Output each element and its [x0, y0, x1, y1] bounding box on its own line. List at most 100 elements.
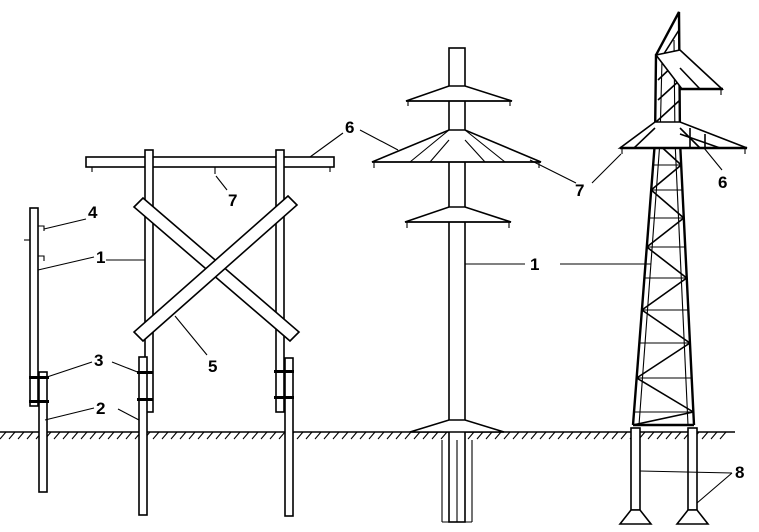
ground-hatch	[278, 431, 286, 440]
ground-hatch	[485, 431, 493, 440]
ground-hatch	[152, 431, 160, 440]
ground-hatch	[62, 431, 70, 440]
ground-hatch	[467, 431, 475, 440]
ground-hatch	[494, 431, 502, 440]
ground-hatch	[512, 431, 520, 440]
ground-hatch	[584, 431, 592, 440]
ground-hatch	[71, 431, 79, 440]
ground-hatch	[386, 431, 394, 440]
callout-6-frame: 6	[345, 118, 354, 137]
ground-hatch	[98, 431, 106, 440]
callout-labels: 4 1 3 2 1 5 6 7 6 7 1 6 7 8	[88, 118, 744, 482]
wooden-pole-single	[24, 207, 49, 493]
ground-hatch	[350, 431, 358, 440]
ground-hatch	[719, 431, 727, 440]
wooden-h-frame-support	[85, 149, 335, 517]
ground-hatch	[17, 431, 25, 440]
ground	[0, 431, 735, 440]
callout-6-tower: 6	[718, 173, 727, 192]
ground-hatch	[89, 431, 97, 440]
steel-lattice-tower	[617, 11, 748, 525]
ground-hatch	[701, 431, 709, 440]
ground-hatch	[413, 431, 421, 440]
callout-4: 4	[88, 203, 98, 222]
lattice-brace	[646, 246, 688, 279]
lattice-brace	[646, 217, 685, 248]
ground-hatch	[377, 431, 385, 440]
ground-hatch	[233, 431, 241, 440]
ground-hatch	[260, 431, 268, 440]
ground-hatch	[602, 431, 610, 440]
ground-hatch	[710, 431, 718, 440]
ground-hatch	[314, 431, 322, 440]
ground-hatch	[530, 431, 538, 440]
ground-hatch	[251, 431, 259, 440]
ground-hatch	[197, 431, 205, 440]
ground-hatch	[53, 431, 61, 440]
concrete-pole	[371, 47, 542, 523]
callout-7-frame: 7	[228, 191, 237, 210]
ground-hatch	[557, 431, 565, 440]
lattice-brace	[641, 277, 688, 311]
ground-hatch	[188, 431, 196, 440]
ground-hatch	[647, 431, 655, 440]
callout-1: 1	[96, 248, 105, 267]
ground-hatch	[521, 431, 529, 440]
callout-5: 5	[208, 357, 217, 376]
ground-hatch	[665, 431, 673, 440]
ground-hatch	[296, 431, 304, 440]
ground-hatch	[224, 431, 232, 440]
ground-hatch	[575, 431, 583, 440]
ground-hatch	[323, 431, 331, 440]
ground-hatch	[125, 431, 133, 440]
lattice-brace	[641, 309, 691, 344]
ground-hatch	[440, 431, 448, 440]
ground-hatch	[242, 431, 250, 440]
ground-hatch	[593, 431, 601, 440]
ground-hatch	[341, 431, 349, 440]
lattice-brace	[657, 79, 681, 101]
lattice-brace	[650, 189, 685, 219]
lattice-brace	[636, 342, 691, 379]
ground-hatch	[656, 431, 664, 440]
ground-hatch	[431, 431, 439, 440]
lattice-brace	[632, 411, 694, 426]
ground-hatch	[422, 431, 430, 440]
ground-hatch	[404, 431, 412, 440]
ground-hatch	[80, 431, 88, 440]
ground-hatch	[359, 431, 367, 440]
ground-hatch	[8, 431, 16, 440]
callout-1-concrete: 1	[530, 255, 539, 274]
ground-hatch	[503, 431, 511, 440]
ground-hatch	[269, 431, 277, 440]
ground-hatch	[107, 431, 115, 440]
ground-hatch	[566, 431, 574, 440]
ground-hatch	[26, 431, 34, 440]
ground-hatch	[170, 431, 178, 440]
callout-leaders	[37, 129, 733, 504]
ground-hatch	[206, 431, 214, 440]
ground-hatch	[161, 431, 169, 440]
ground-hatch	[620, 431, 628, 440]
ground-hatch	[476, 431, 484, 440]
ground-hatch	[305, 431, 313, 440]
tower-foundations	[618, 427, 710, 525]
ground-hatch	[368, 431, 376, 440]
ground-hatch	[179, 431, 187, 440]
lattice-brace	[650, 164, 682, 191]
lattice-brace	[636, 377, 694, 413]
ground-hatch	[395, 431, 403, 440]
ground-hatch	[548, 431, 556, 440]
ground-hatch	[674, 431, 682, 440]
ground-hatch	[0, 431, 7, 440]
lattice-brace	[655, 99, 681, 123]
ground-hatch	[116, 431, 124, 440]
callout-7-concrete: 7	[575, 181, 584, 200]
ground-hatch	[539, 431, 547, 440]
ground-hatch	[611, 431, 619, 440]
callout-8: 8	[735, 463, 744, 482]
callout-3: 3	[94, 351, 103, 370]
callout-2: 2	[96, 399, 105, 418]
ground-hatch	[332, 431, 340, 440]
